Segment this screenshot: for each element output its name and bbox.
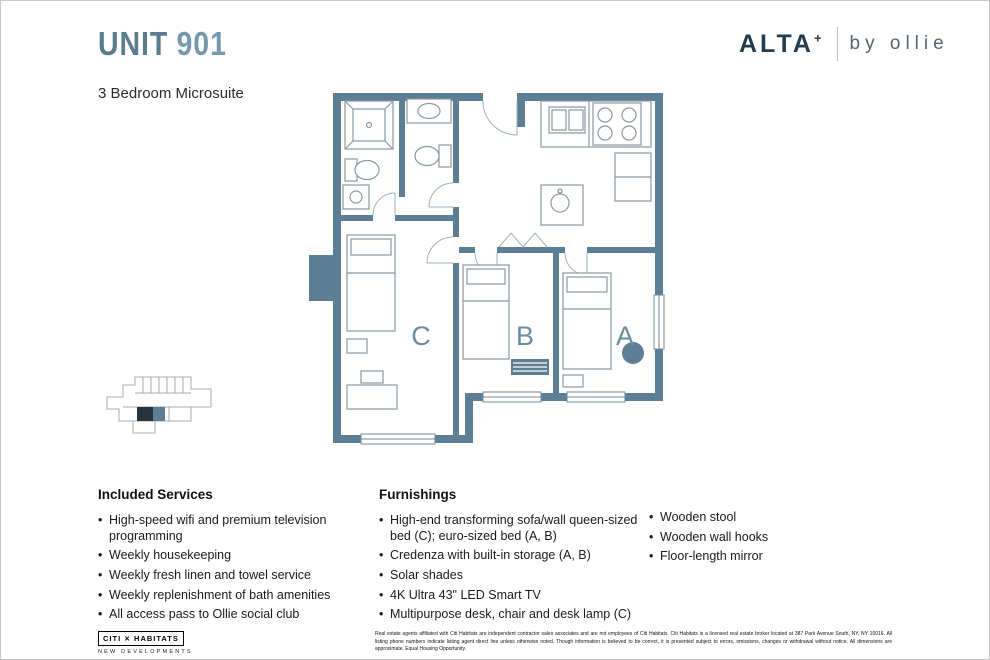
desk-chair	[360, 370, 384, 384]
desk	[346, 384, 398, 410]
citi-text: CITI	[103, 634, 122, 643]
list-item: Wooden wall hooks	[649, 530, 809, 546]
kitchen	[540, 100, 652, 226]
list-item: All access pass to Ollie social club	[98, 607, 350, 623]
list-item: Weekly fresh linen and towel service	[98, 568, 350, 584]
shower-stall	[344, 100, 394, 150]
x-mark-icon: ✕	[124, 635, 132, 643]
building-outline	[106, 376, 212, 434]
list-item: High-speed wifi and premium television p…	[98, 513, 350, 544]
windows	[360, 294, 665, 445]
alta-wordmark: ALTA	[739, 29, 814, 58]
bedroom-c-furniture	[346, 234, 398, 410]
alta-plus: +	[813, 30, 825, 46]
toilet	[344, 158, 380, 182]
room-label-b: B	[516, 321, 534, 351]
kitchenette-sink	[540, 184, 584, 226]
room-label-a: A	[616, 321, 634, 351]
room-label-c: C	[411, 321, 431, 351]
list-item: 4K Ultra 43" LED Smart TV	[379, 588, 647, 604]
list-item: High-end transforming sofa/wall queen-si…	[379, 513, 647, 544]
brand-divider	[836, 27, 838, 61]
bed-b	[462, 264, 510, 360]
furnishings-section-col2: Wooden stool Wooden wall hooks Floor-len…	[649, 510, 809, 569]
unit-subtitle: 3 Bedroom Microsuite	[98, 85, 244, 102]
toilet	[414, 144, 452, 168]
list-item: Wooden stool	[649, 510, 809, 526]
bed-a	[562, 272, 612, 370]
furnishings-list-col2: Wooden stool Wooden wall hooks Floor-len…	[649, 510, 809, 565]
list-item: Floor-length mirror	[649, 549, 809, 565]
list-item: Solar shades	[379, 568, 647, 584]
nightstand	[346, 338, 368, 354]
byline-ollie: by ollie	[849, 33, 949, 54]
alta-logo: ALTA+	[739, 30, 825, 59]
habitats-text: HABITATS	[134, 634, 179, 643]
brand-logo: ALTA+ by ollie	[739, 27, 949, 61]
bathroom-2	[406, 98, 452, 168]
furnishings-section: Furnishings High-end transforming sofa/w…	[379, 487, 647, 627]
citi-habitats-logo: CITI ✕ HABITATS NEW DEVELOPMENTS	[98, 628, 193, 655]
furnishings-heading: Furnishings	[379, 487, 457, 502]
list-item: Weekly housekeeping	[98, 548, 350, 564]
unit-label: UNIT	[98, 25, 169, 63]
stool	[622, 342, 644, 364]
keyplan-svg	[106, 376, 212, 434]
sink	[342, 184, 370, 210]
included-services-section: Included Services High-speed wifi and pr…	[98, 487, 350, 627]
nightstand	[562, 374, 584, 388]
floorplan-svg: C B A	[309, 93, 665, 445]
bedroom-a-furniture	[562, 272, 644, 388]
citi-habitats-wordmark: CITI ✕ HABITATS	[98, 631, 184, 646]
bedroom-b-furniture	[462, 264, 549, 375]
list-item: Multipurpose desk, chair and desk lamp (…	[379, 607, 647, 623]
bathroom-1	[342, 100, 394, 210]
vanity-sink	[406, 98, 452, 124]
included-services-heading: Included Services	[98, 487, 213, 502]
included-services-list: High-speed wifi and premium television p…	[98, 513, 350, 623]
bifold-closet-doors	[498, 232, 548, 248]
rug	[511, 359, 549, 375]
stove	[592, 102, 642, 146]
kitchen-counter	[540, 100, 652, 148]
legal-disclaimer: Real estate agents affiliated with Citi …	[375, 631, 892, 652]
list-item: Weekly replenishment of bath amenities	[98, 588, 350, 604]
furnishings-list-col1: High-end transforming sofa/wall queen-si…	[379, 513, 647, 623]
highlighted-unit	[137, 407, 153, 421]
adjacent-unit	[153, 407, 165, 421]
unit-number: 901	[176, 25, 227, 63]
bed-c	[346, 234, 396, 332]
kitchen-sink	[548, 106, 586, 134]
walls	[309, 93, 663, 443]
list-item: Credenza with built-in storage (A, B)	[379, 548, 647, 564]
fridge	[614, 152, 652, 202]
new-developments-tagline: NEW DEVELOPMENTS	[98, 649, 193, 655]
